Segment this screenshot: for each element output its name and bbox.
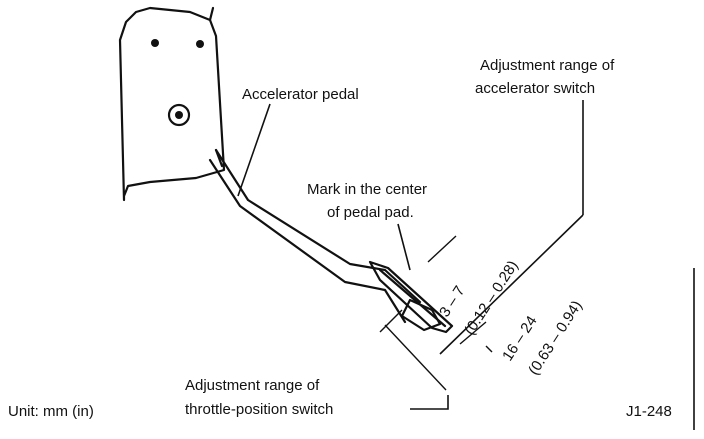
leader-mark-center <box>397 223 411 271</box>
pedal-bracket <box>118 6 226 202</box>
label-mark-line1: Mark in the center <box>307 181 427 198</box>
figure-id: J1-248 <box>626 403 672 420</box>
pedal-arm-upper-edge <box>214 148 422 304</box>
throttle-dim-line <box>384 324 447 391</box>
bracket-tab <box>208 6 215 22</box>
pivot-bolt-center <box>175 111 183 119</box>
pedal-arm-inner-bend <box>214 148 224 168</box>
label-accelerator-pedal: Accelerator pedal <box>242 86 359 103</box>
dim-accel-mm: 3 – 7 <box>436 283 468 320</box>
dim-throttle-in: (0.63 – 0.94) <box>525 298 586 379</box>
label-mark-line2: of pedal pad. <box>327 204 414 221</box>
pivot-bolt <box>167 103 191 127</box>
label-adj-throttle-line2: throttle-position switch <box>185 401 333 418</box>
bracket-hole-right <box>196 40 204 48</box>
dim-accel-in: (0.12 – 0.28) <box>461 258 522 339</box>
label-unit: Unit: mm (in) <box>8 403 94 420</box>
bracket-hole-left <box>151 39 159 47</box>
leader-accelerator-pedal <box>237 103 271 197</box>
label-adj-throttle-line1: Adjustment range of <box>185 377 320 394</box>
label-adj-accel-line1: Adjustment range of <box>480 57 615 74</box>
pedal-arm-lower-edge <box>208 158 407 324</box>
accel-ext-line-b <box>379 309 403 333</box>
pedal-pad-rib <box>378 268 447 328</box>
leader-accel-switch-diag <box>439 214 584 355</box>
leader-throttle-switch <box>410 395 449 410</box>
accel-ext-line-a <box>427 235 457 263</box>
switch-plunger <box>400 298 442 332</box>
throttle-ext-line <box>459 321 487 345</box>
throttle-tick <box>485 345 493 353</box>
pedal-pad <box>368 260 454 334</box>
label-adj-accel-line2: accelerator switch <box>475 80 595 97</box>
